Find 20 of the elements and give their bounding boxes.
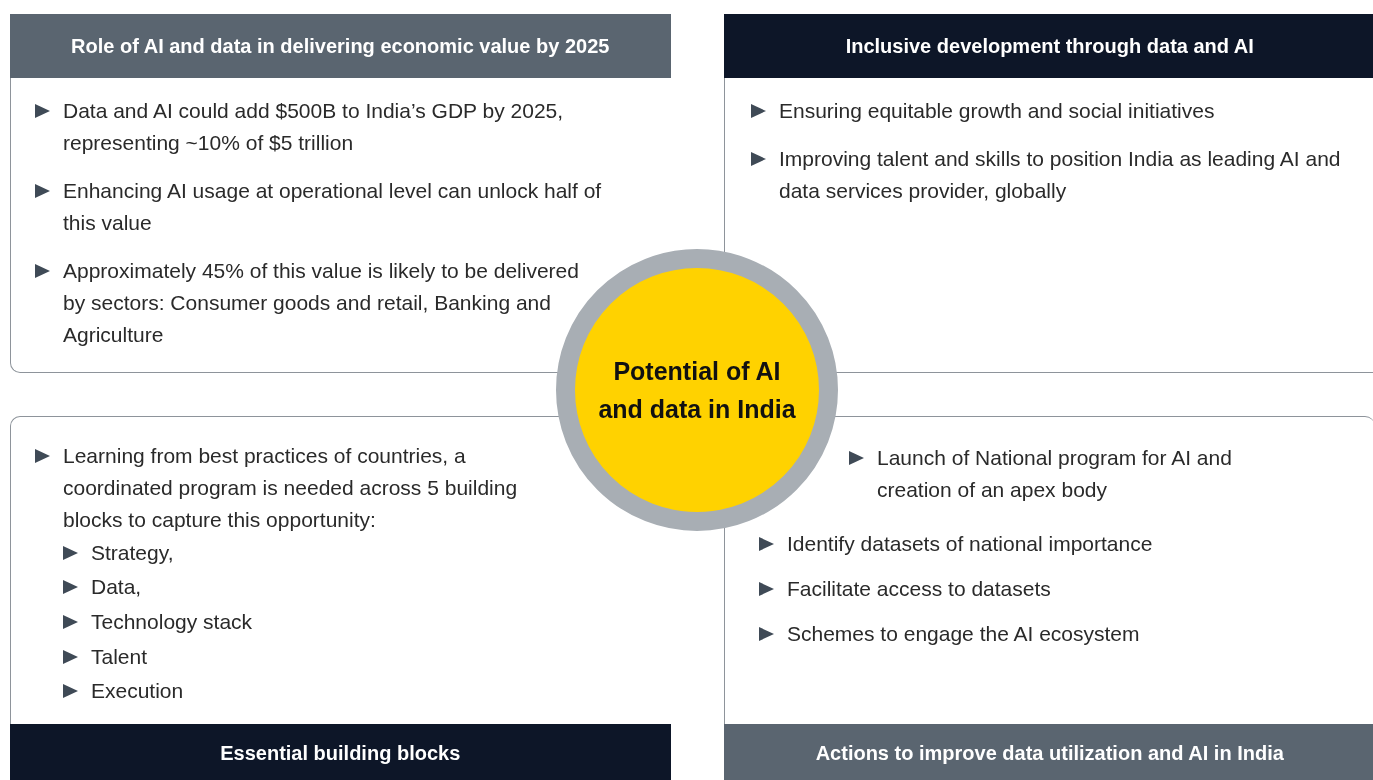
bullet-text: Identify datasets of national importance <box>759 528 1319 560</box>
bullet-text: Improving talent and skills to position India as leading AI and data services provider, globally <box>751 143 1351 207</box>
bullet-text: Technology stack <box>63 606 363 638</box>
bullet-text: Talent <box>63 641 363 673</box>
bullet-text: Data and AI could add $500B to India’s GDP by 2025, representing ~10% of $5 trillion <box>35 95 635 159</box>
bullet-text: Schemes to engage the AI ecosystem <box>759 618 1319 650</box>
bullet-text: Launch of National program for AI and creation of an apex body <box>849 442 1289 506</box>
bullet-text: Strategy, <box>63 537 363 569</box>
panel-header: Actions to improve data utilization and AI in India <box>723 724 1373 780</box>
panel-header: Essential building blocks <box>9 724 671 780</box>
content-panel <box>724 416 1373 780</box>
panel-header: Role of AI and data in delivering economic value by 2025 <box>9 14 671 78</box>
center-title: Potential of AI and data in India <box>597 356 797 425</box>
bullet-text: Data, <box>63 571 363 603</box>
bullet-text: Enhancing AI usage at operational level can unlock half of this value <box>35 175 635 239</box>
content-panel <box>10 416 670 780</box>
bullet-text: Ensuring equitable growth and social initiatives <box>751 95 1351 127</box>
bullet-text: Execution <box>63 675 363 707</box>
panel-header: Inclusive development through data and AI <box>723 14 1373 78</box>
bullet-text: Facilitate access to datasets <box>759 573 1319 605</box>
